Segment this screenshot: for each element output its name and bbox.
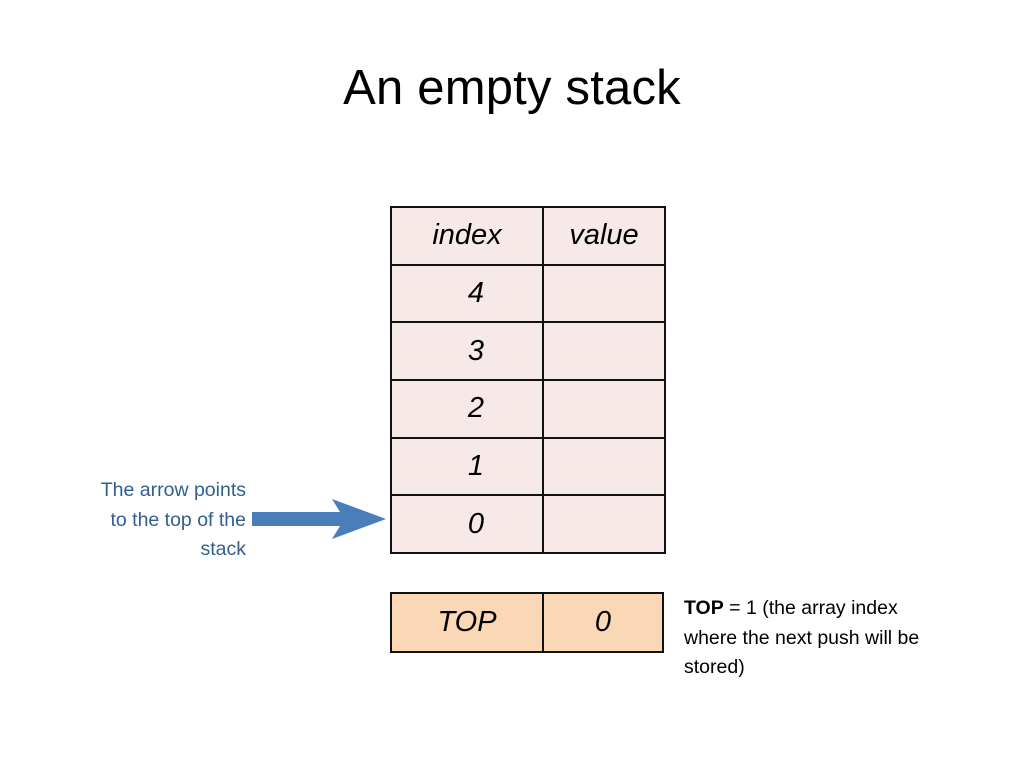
table-row: 4 xyxy=(392,265,664,324)
cell-value-1 xyxy=(544,439,664,495)
page-title: An empty stack xyxy=(343,61,681,115)
table-row: 1 xyxy=(392,438,664,497)
cell-value-2 xyxy=(544,381,664,437)
cell-value-0 xyxy=(544,496,664,552)
top-register-label: TOP xyxy=(392,594,544,651)
right-arrow-shape xyxy=(252,499,386,539)
cell-index-0: 0 xyxy=(392,496,544,553)
top-register-box: TOP 0 xyxy=(390,592,664,653)
cell-index-3: 3 xyxy=(392,323,544,380)
top-register-value: 0 xyxy=(594,606,612,638)
cell-index-1: 1 xyxy=(392,438,544,495)
arrow-annotation-text: The arrow points to the top of the stack xyxy=(36,476,246,565)
arrow-annotation-line-3: stack xyxy=(200,538,246,561)
table-header-row: index value xyxy=(392,208,664,266)
cell-index-4: 4 xyxy=(392,265,544,322)
cell-index-2: 2 xyxy=(392,381,544,437)
column-header-value: value xyxy=(569,219,639,252)
top-explanation-text: TOP = 1 (the array index where the next … xyxy=(684,594,932,683)
arrow-annotation-line-1: The arrow points xyxy=(100,479,246,501)
table-row: 0 xyxy=(392,496,664,553)
column-header-index: index xyxy=(392,208,544,264)
right-arrow-icon xyxy=(252,499,386,539)
stack-array-table: index value 4 3 2 1 0 xyxy=(390,206,666,554)
top-explanation-bold: TOP xyxy=(684,597,724,619)
top-explanation-rest: = 1 (the array index where the next push… xyxy=(684,597,920,679)
cell-value-3 xyxy=(544,323,664,379)
table-row: 2 xyxy=(392,381,664,439)
table-row: 3 xyxy=(392,323,664,382)
cell-value-4 xyxy=(544,266,664,322)
arrow-annotation-line-2: to the top of the xyxy=(110,508,246,531)
